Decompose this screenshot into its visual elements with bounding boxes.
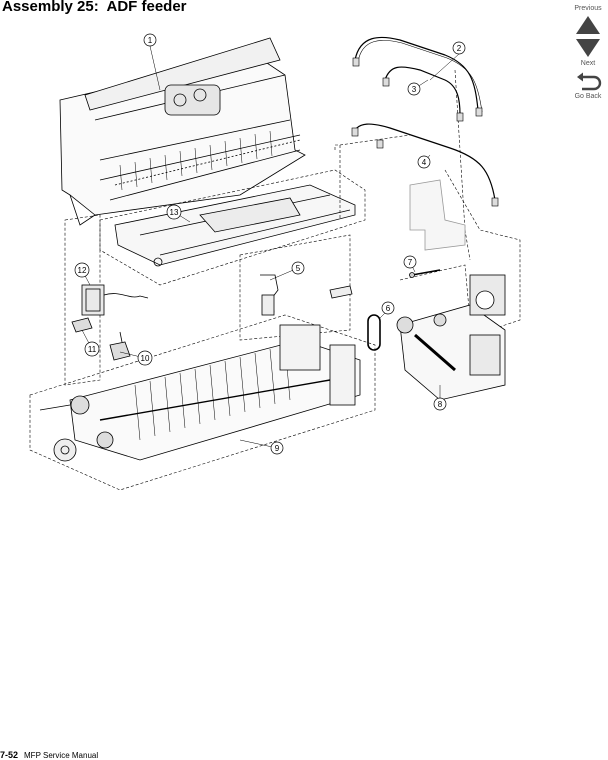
page-footer: 7-52 MFP Service Manual xyxy=(0,750,98,760)
callout-10: 10 xyxy=(137,350,153,366)
part-1-upper-cover xyxy=(59,37,306,226)
callout-12: 12 xyxy=(74,262,90,278)
manual-name: MFP Service Manual xyxy=(24,751,99,760)
drive-bracket xyxy=(409,179,466,251)
svg-text:3: 3 xyxy=(412,85,417,94)
callout-11: 11 xyxy=(84,341,100,357)
part-3-cable xyxy=(382,66,464,122)
next-label: Next xyxy=(580,60,596,67)
part-8-drive-assembly xyxy=(396,274,506,401)
callout-5: 5 xyxy=(291,261,305,275)
svg-text:12: 12 xyxy=(78,266,87,275)
callout-7: 7 xyxy=(403,255,417,269)
svg-text:5: 5 xyxy=(296,264,301,273)
part-4-cable xyxy=(351,123,499,207)
svg-text:9: 9 xyxy=(275,444,280,453)
part-7-screw xyxy=(409,269,441,278)
svg-text:10: 10 xyxy=(141,354,150,363)
part-12-solenoid xyxy=(71,284,149,361)
go-back-icon[interactable] xyxy=(568,71,608,93)
callout-6: 6 xyxy=(381,301,395,315)
exploded-parts-diagram: 1 2 3 4 5 6 7 8 9 10 11 12 13 xyxy=(29,33,521,491)
svg-text:2: 2 xyxy=(457,44,462,53)
svg-text:4: 4 xyxy=(422,158,427,167)
callout-1: 1 xyxy=(143,33,157,47)
svg-text:11: 11 xyxy=(88,345,97,354)
svg-text:1: 1 xyxy=(148,36,153,45)
previous-label: Previous xyxy=(574,5,602,12)
callout-8: 8 xyxy=(433,397,447,411)
svg-text:7: 7 xyxy=(408,258,413,267)
svg-text:13: 13 xyxy=(170,208,179,217)
part-2-cable xyxy=(352,36,483,117)
callout-13: 13 xyxy=(166,204,182,220)
callout-4: 4 xyxy=(417,155,431,169)
go-back-label: Go Back xyxy=(574,93,602,100)
part-6-belt xyxy=(367,314,381,351)
callout-3: 3 xyxy=(407,82,421,96)
callout-9: 9 xyxy=(270,441,284,455)
callout-2: 2 xyxy=(452,41,466,55)
part-9-lower-frame xyxy=(29,314,376,491)
svg-text:6: 6 xyxy=(386,304,391,313)
page-title: Assembly 25: ADF feeder xyxy=(2,0,187,15)
part-13-tray xyxy=(114,184,356,267)
navigation-panel: Previous Next Go Back xyxy=(568,0,608,100)
part-5-lever xyxy=(260,274,353,316)
next-arrow-icon[interactable] xyxy=(568,37,608,59)
svg-text:8: 8 xyxy=(438,400,443,409)
page-number: 7-52 xyxy=(0,750,19,760)
previous-arrow-icon[interactable] xyxy=(568,14,608,36)
